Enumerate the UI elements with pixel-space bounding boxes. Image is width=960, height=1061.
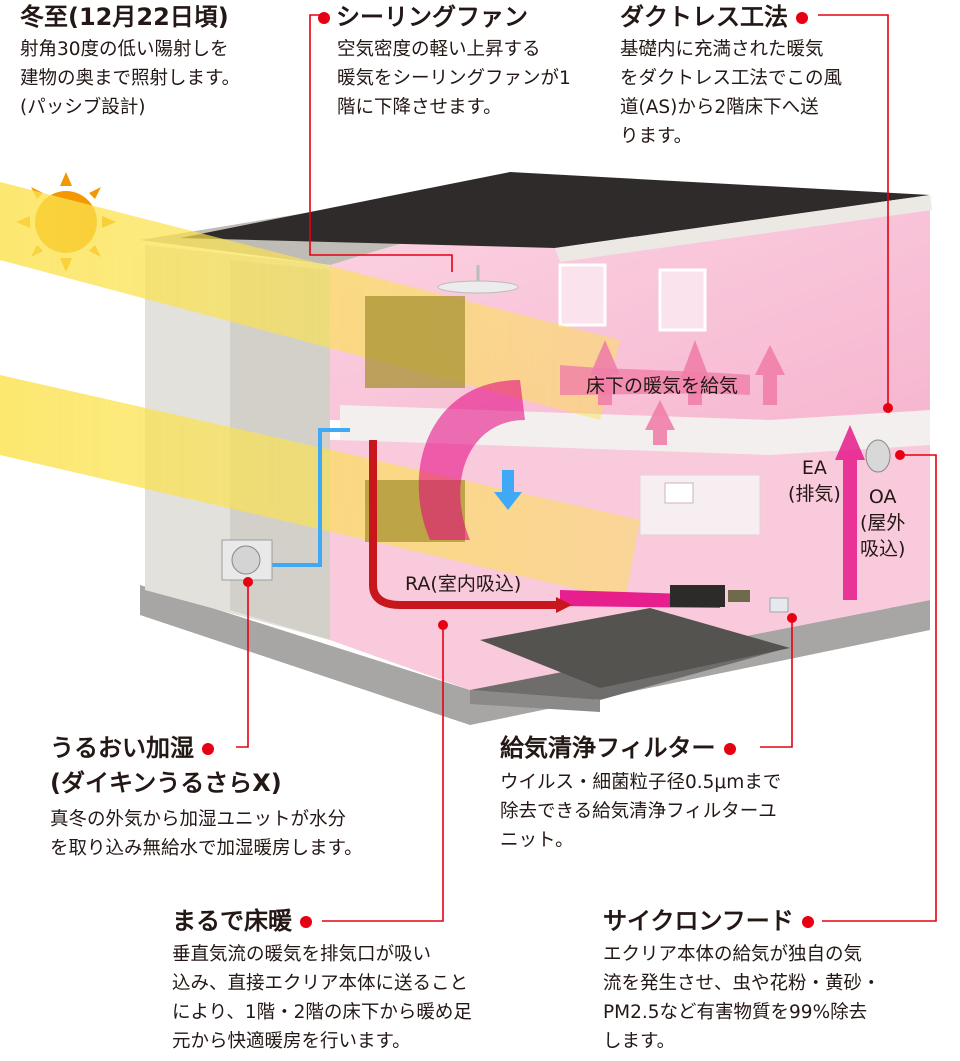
winter-solstice-title: 冬至(12月22日頃) (20, 3, 229, 31)
ra-label: RA(室内吸込) (405, 573, 522, 595)
ceiling-fan-title: シーリングファン (318, 2, 528, 32)
cyclone-hood-text: エクリア本体の給気が独自の気 流を発生させ、虫や花粉・黄砂・ PM2.5など有害… (603, 944, 881, 1052)
ceiling-fan-title-text: シーリングファン (336, 3, 528, 31)
humidify-subtitle: (ダイキンうるさらX) (50, 769, 282, 797)
floor-heating-title: まるで床暖 (172, 906, 312, 936)
callout-dot (300, 916, 312, 928)
leader-lines (236, 14, 937, 922)
callout-dot (796, 12, 808, 24)
floor-heating-text: 垂直気流の暖気を排気口が吸い 込み、直接エクリア本体に送ること により、1階・2… (172, 944, 472, 1052)
cyclone-hood-title-text: サイクロンフード (603, 907, 794, 935)
airflow-arrows (250, 340, 865, 613)
humidify-title-text: うるおい加湿 (50, 734, 194, 762)
leader-dots (243, 403, 905, 630)
callout-dot (723, 743, 736, 755)
cyclone-hood-title: サイクロンフード (603, 906, 814, 936)
ceiling-fan-text: 空気密度の軽い上昇する 暖気をシーリングファンが1 階に下降させます。 (337, 39, 571, 118)
floor-supply-label: 床下の暖気を給気 (586, 375, 739, 397)
ductless-title-text: ダクトレス工法 (620, 3, 788, 31)
roof (140, 172, 935, 265)
ea-label: EA (排気) (788, 457, 841, 505)
humidify-text: 真冬の外気から加湿ユニットが水分 を取り込み無給水で加湿暖房します。 (50, 809, 363, 859)
callout-dot (318, 12, 330, 24)
floor-heating-title-text: まるで床暖 (172, 907, 292, 935)
equipment (221, 265, 891, 613)
filter-title-text: 給気清浄フィルター (500, 734, 716, 762)
ductless-text: 基礎内に充満された暖気 をダクトレス工法でこの風 道(AS)から2階床下へ送 り… (620, 39, 843, 147)
filter-text: ウイルス・細菌粒子径0.5μmまで 除去できる給気清浄フィルターユ ニット。 (500, 772, 782, 851)
ductless-title: ダクトレス工法 (620, 2, 808, 32)
oa-label: OA (屋外 吸込) (860, 486, 906, 560)
interior-warm-zone (330, 190, 930, 690)
winter-solstice-text: 射角30度の低い陽射しを 建物の奥まで照射します。 (パッシブ設計) (20, 39, 241, 118)
callout-dot (801, 916, 814, 928)
callout-dot (202, 743, 214, 755)
humidify-title: うるおい加湿 (50, 733, 214, 763)
filter-title: 給気清浄フィルター (500, 733, 736, 763)
